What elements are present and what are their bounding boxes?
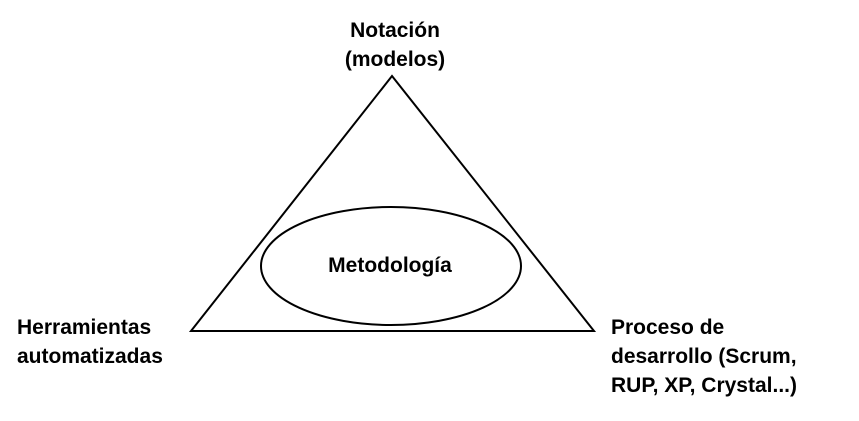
vertex-label-notacion-line-1: Notación xyxy=(350,19,440,42)
vertex-label-notacion: Notación (modelos) xyxy=(320,16,470,74)
vertex-label-herramientas: Herramientas automatizadas xyxy=(17,313,163,371)
vertex-label-herramientas-line-1: Herramientas xyxy=(17,316,152,339)
methodology-ellipse xyxy=(260,206,522,326)
vertex-label-proceso-line-3: RUP, XP, Crystal...) xyxy=(611,374,797,397)
vertex-label-proceso-line-1: Proceso de xyxy=(611,316,725,339)
vertex-label-herramientas-line-2: automatizadas xyxy=(17,345,163,368)
triangle-shape xyxy=(188,74,597,332)
center-label-metodologia: Metodología xyxy=(328,254,452,277)
vertex-label-proceso: Proceso de desarrollo (Scrum, RUP, XP, C… xyxy=(611,313,797,400)
vertex-label-proceso-line-2: desarrollo (Scrum, xyxy=(611,345,797,368)
vertex-label-notacion-line-2: (modelos) xyxy=(344,48,446,71)
